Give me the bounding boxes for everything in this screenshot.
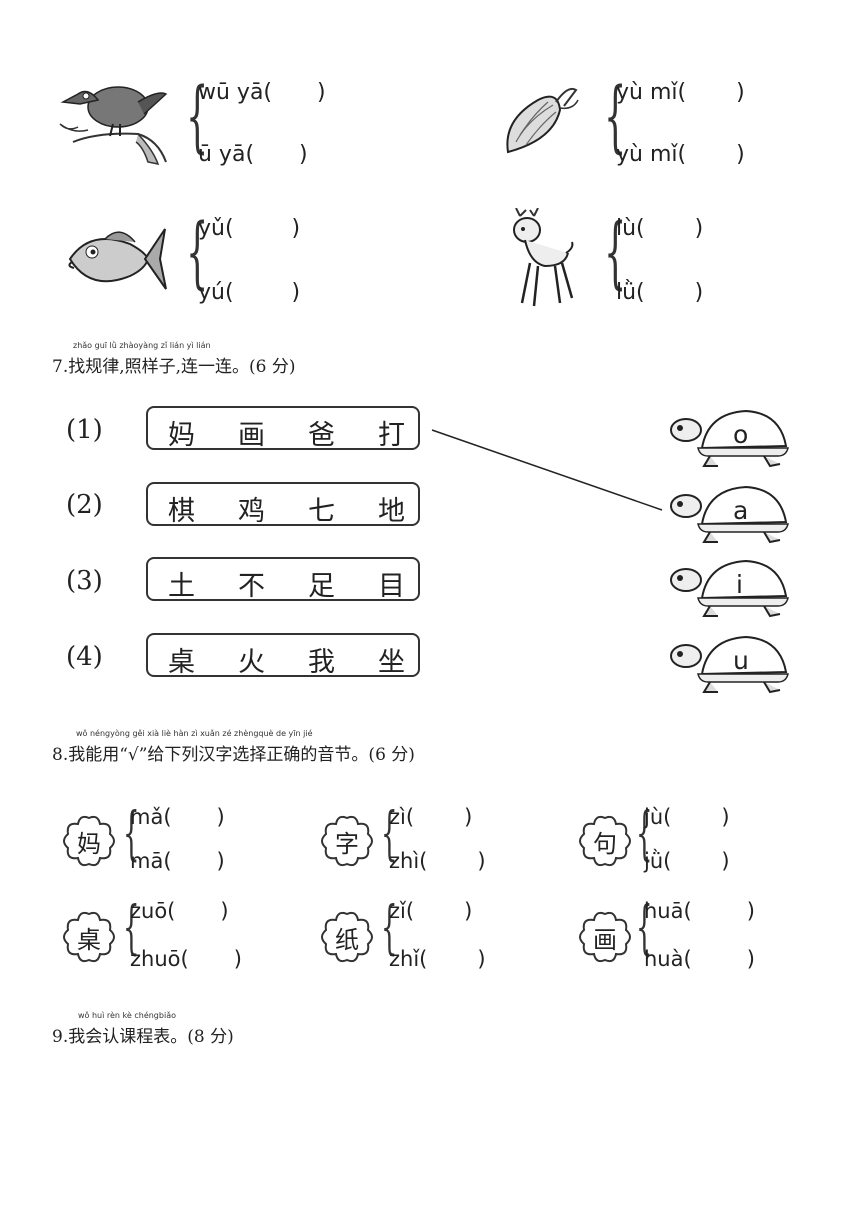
turtle-icon: [670, 485, 789, 544]
brace: {: [123, 893, 140, 961]
char-box-1: 妈 画 爸 打: [146, 406, 420, 451]
q9-title: 9.我会认课程表。(8 分): [52, 1027, 234, 1047]
flower-char-ju: 句: [593, 830, 617, 858]
q7-pinyin-ruby: zhǎo guī lǜ zhàoyàng zǐ lián yì lián: [73, 341, 211, 350]
crow-icon: [59, 86, 168, 165]
flower-icon: [321, 911, 373, 963]
char-box-3: 土 不 足 目: [146, 557, 420, 602]
char: 火: [238, 647, 265, 678]
char: 桌: [168, 647, 195, 678]
crow-option-2[interactable]: ū yā(): [198, 142, 308, 167]
brace: {: [381, 799, 398, 867]
corn-icon: [506, 87, 579, 154]
flower-char-hua: 画: [593, 926, 617, 954]
brace: {: [636, 799, 653, 867]
example-connect-line: [431, 429, 663, 511]
char: 画: [238, 420, 265, 451]
char: 爸: [308, 420, 335, 451]
q7-title: 7.找规律,照样子,连一连。(6 分): [52, 357, 296, 377]
char-box-2: 棋 鸡 七 地: [146, 482, 420, 527]
row-label-1: (1): [66, 415, 103, 445]
row-label-2: (2): [66, 490, 103, 520]
flower-char-zhi: 纸: [335, 926, 359, 954]
turtle-vowel: i: [736, 570, 743, 599]
crow-option-1[interactable]: wū yā(): [198, 80, 326, 105]
brace: {: [636, 893, 653, 961]
char: 土: [168, 571, 195, 602]
char: 地: [378, 496, 405, 527]
fish-option-1[interactable]: yǔ(): [198, 216, 301, 241]
fish-icon: [68, 228, 167, 290]
brace: {: [604, 208, 627, 298]
ma-option-2[interactable]: mā(): [130, 849, 225, 873]
zhuo-option-2[interactable]: zhuō(): [130, 947, 242, 971]
char: 妈: [168, 420, 195, 451]
row-label-4: (4): [66, 642, 103, 672]
char: 足: [308, 571, 335, 602]
char: 不: [238, 571, 265, 602]
q9-pinyin-ruby: wǒ huì rèn kè chéngbiǎo: [78, 1011, 176, 1020]
char: 目: [378, 571, 405, 602]
turtle-icon: [670, 409, 789, 468]
char: 鸡: [238, 496, 265, 527]
flower-icon: [321, 815, 373, 867]
brace: {: [604, 72, 627, 162]
zhuo-option-1[interactable]: zuō(): [130, 899, 229, 923]
turtle-vowel: u: [733, 646, 749, 675]
deer-option-1[interactable]: lù(): [616, 216, 704, 241]
flower-icon: [63, 911, 115, 963]
brace: {: [123, 799, 140, 867]
brace: {: [381, 893, 398, 961]
deer-option-2[interactable]: lǜ(): [616, 280, 704, 305]
hua-option-1[interactable]: huā(): [644, 899, 755, 923]
ma-option-1[interactable]: mǎ(): [130, 805, 225, 829]
turtle-icon: [670, 559, 789, 618]
ju-option-2[interactable]: jǜ(): [644, 849, 730, 873]
char: 我: [308, 647, 335, 678]
flower-icon: [63, 815, 115, 867]
q8-title: 8.我能用“√”给下列汉字选择正确的音节。(6 分): [52, 745, 415, 765]
char: 打: [378, 420, 405, 451]
fish-option-2[interactable]: yú(): [198, 280, 301, 305]
hua-option-2[interactable]: huà(): [644, 947, 755, 971]
zi-option-1[interactable]: zì(): [389, 805, 473, 829]
char: 坐: [378, 647, 405, 678]
char: 棋: [168, 496, 195, 527]
turtle-icon: [670, 635, 789, 694]
flower-icon: [579, 911, 631, 963]
brace: {: [186, 72, 209, 162]
zhi-option-1[interactable]: zǐ(): [389, 899, 473, 923]
zi-option-2[interactable]: zhì(): [389, 849, 486, 873]
ju-option-1[interactable]: jù(): [644, 805, 730, 829]
char: 七: [308, 496, 335, 527]
turtle-vowel: a: [733, 496, 749, 525]
deer-icon: [513, 208, 574, 307]
corn-option-1[interactable]: yù mǐ(): [616, 80, 745, 105]
char-box-4: 桌 火 我 坐: [146, 633, 420, 678]
row-label-3: (3): [66, 566, 103, 596]
q8-pinyin-ruby: wǒ néngyòng gěi xià liè hàn zì xuǎn zé z…: [76, 729, 313, 738]
zhi-option-2[interactable]: zhǐ(): [389, 947, 486, 971]
turtle-vowel: o: [733, 420, 749, 449]
flower-char-ma: 妈: [77, 830, 101, 858]
corn-option-2[interactable]: yù mǐ(): [616, 142, 745, 167]
flower-icon: [579, 815, 631, 867]
brace: {: [186, 208, 209, 298]
flower-char-zi: 字: [335, 830, 359, 858]
flower-char-zhuo: 桌: [77, 926, 101, 954]
